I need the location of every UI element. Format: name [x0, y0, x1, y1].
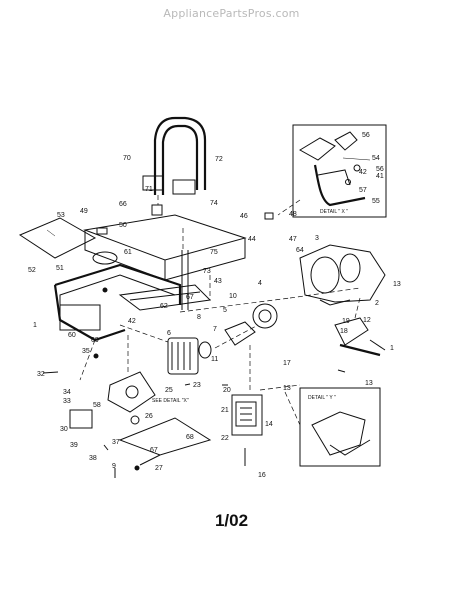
callout-label: 10: [229, 293, 237, 300]
callout-label: 52: [28, 267, 36, 274]
callout-label: 4: [258, 280, 262, 287]
callout-label: 14: [265, 421, 273, 428]
detail-x-caption: DETAIL " X ": [320, 209, 348, 215]
callout-label: 35: [82, 348, 90, 355]
callout-label: 6: [167, 330, 171, 337]
callout-label: 11: [211, 356, 218, 363]
callout-label: 37: [112, 439, 120, 446]
callout-label: 30: [60, 426, 68, 433]
right-bracket: [334, 317, 386, 357]
callout-label: 62: [160, 303, 168, 310]
engine: [299, 244, 386, 306]
callout-label: 57: [359, 187, 367, 194]
detail-y-inset: DETAIL " Y ": [299, 387, 381, 467]
watermark: AppliancePartsPros.com: [163, 7, 300, 20]
callout-label: 32: [37, 371, 45, 378]
control-box: [231, 394, 263, 436]
callout-label: 64: [296, 247, 304, 254]
callout-label: 50: [119, 222, 127, 229]
callout-label: 56: [362, 132, 370, 139]
base-frame: [118, 417, 212, 466]
callout-label: 3: [315, 235, 319, 242]
callout-label: 71: [145, 186, 153, 193]
callout-label: 67: [150, 447, 158, 454]
callout-label: 8: [197, 314, 201, 321]
frame-and-tank: [53, 214, 247, 342]
callout-label: 17: [283, 360, 291, 367]
callout-label: 16: [258, 472, 266, 479]
callout-label: 5: [223, 307, 227, 314]
callout-label: 73: [203, 268, 211, 275]
callout-label: 9: [112, 463, 116, 470]
callout-label: 39: [70, 442, 78, 449]
callout-label: 7: [213, 326, 217, 333]
callout-label: 22: [221, 435, 229, 442]
end-housing: [69, 371, 156, 429]
callout-label: 13: [283, 385, 291, 392]
callout-label: 21: [221, 407, 229, 414]
callout-label: 23: [193, 382, 201, 389]
callout-label: 56: [376, 166, 384, 173]
callout-label: 33: [63, 398, 71, 405]
callout-label: 58: [93, 402, 101, 409]
callout-label: 26: [145, 413, 153, 420]
callout-label: 42: [359, 169, 367, 176]
callout-label: 43: [214, 278, 222, 285]
detail-x-inset: DETAIL " X ": [292, 124, 387, 218]
callout-label: 67: [186, 294, 194, 301]
callout-label: 27: [155, 465, 163, 472]
detail-y-caption: DETAIL " Y ": [308, 395, 336, 401]
hardware-fasteners: [42, 212, 346, 478]
callout-label: 47: [289, 236, 297, 243]
callout-label: 51: [56, 265, 64, 272]
callout-label: 1: [33, 322, 37, 329]
callout-label: 41: [376, 173, 384, 180]
panel-52: [18, 217, 97, 259]
callout-label: 49: [80, 208, 88, 215]
callout-label: 68: [186, 434, 194, 441]
callout-label: 61: [124, 249, 132, 256]
callout-label: 34: [63, 389, 71, 396]
callout-label: 66: [119, 201, 127, 208]
see-detail-label: SEE DETAIL "X": [152, 398, 189, 404]
callout-label: 69: [91, 337, 99, 344]
callout-label: 25: [165, 387, 173, 394]
callout-label: 19: [342, 318, 350, 325]
callout-label: 75: [210, 249, 218, 256]
callout-label: 42: [128, 318, 136, 325]
callout-label: 13: [365, 380, 373, 387]
assembly-lines: [79, 195, 361, 426]
callout-label: 20: [223, 387, 231, 394]
callout-label: 38: [89, 455, 97, 462]
callout-label: 1: [390, 345, 394, 352]
callout-label: 18: [340, 328, 348, 335]
callout-label: 54: [372, 155, 380, 162]
callout-label: 70: [123, 155, 131, 162]
callout-label: 46: [240, 213, 248, 220]
callout-label: 13: [393, 281, 401, 288]
callout-label: 48: [289, 211, 297, 218]
callout-label: 53: [57, 212, 65, 219]
callout-label: 74: [210, 200, 218, 207]
callout-label: 60: [68, 332, 76, 339]
callout-label: 44: [248, 236, 256, 243]
handle-assembly: [142, 116, 207, 216]
alternator: [167, 303, 278, 375]
callout-label: 55: [372, 198, 380, 205]
callout-labels: 1 1 2 3 4 5 6 7 8 9 10 11 12 13 13 13 14…: [28, 132, 401, 479]
callout-label: 72: [215, 156, 223, 163]
page-number: 1/02: [214, 511, 249, 530]
callout-label: 12: [363, 317, 371, 324]
callout-label: 2: [375, 300, 379, 307]
